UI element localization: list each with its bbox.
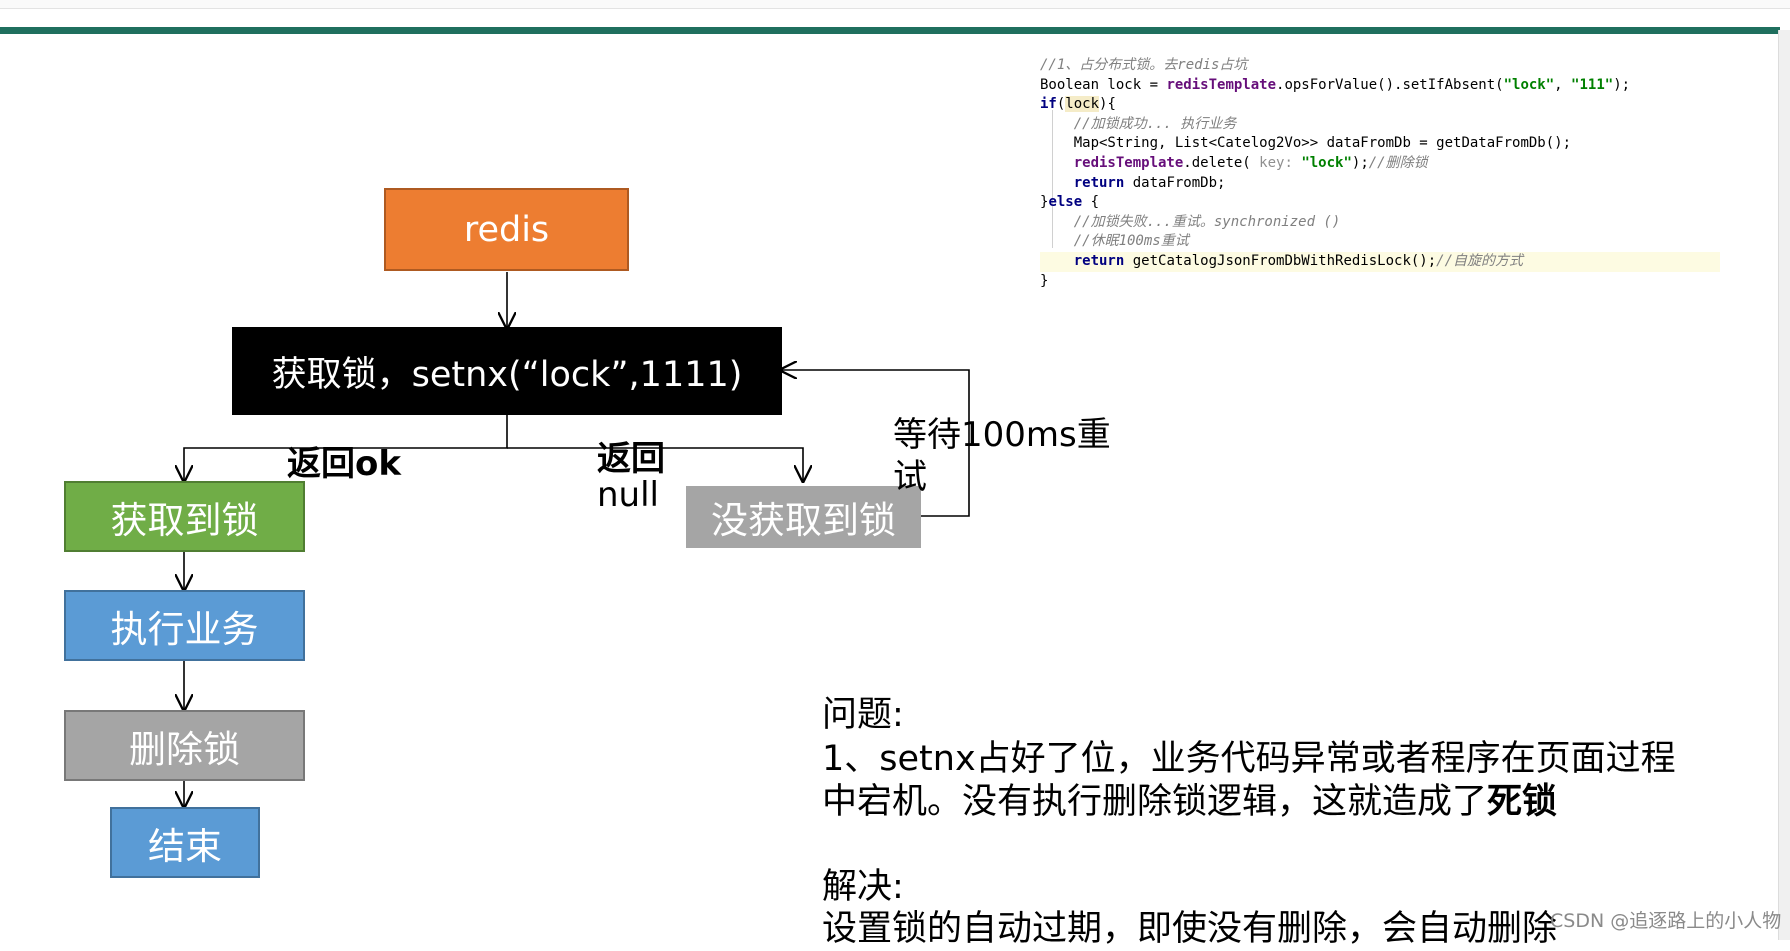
edge-label-ok: 返回ok [287,444,401,484]
edge-label-retry-1: 等待100ms重 [893,415,1111,455]
end-node-label: 结束 [148,824,222,868]
delete-node-label: 删除锁 [129,727,240,771]
code-line-2: Boolean lock = redisTemplate.opsForValue… [1040,76,1631,93]
code-snippet: //1、占分布式锁。去redis占坑 Boolean lock = redisT… [1040,56,1720,291]
got-lock-node-label: 获取到锁 [110,498,259,542]
header-bar [0,27,1780,34]
redis-node: redis [384,188,629,271]
indent-guide [1052,110,1053,248]
setnx-node-label: 获取锁，setnx(“lock”,1111) [271,354,743,395]
problem-line-1: 1、setnx占好了位，业务代码异常或者程序在页面过程 [822,739,1676,779]
code-line-10: //休眠100ms重试 [1073,233,1189,250]
arrow-setnx-to-no-lock [507,447,803,481]
code-line-5: Map<String, List<Catelog2Vo>> dataFromDb… [1073,135,1572,152]
edge-label-null-1: 返回 [597,439,665,479]
code-line-3: if(lock){ [1040,96,1116,113]
code-line-7: return dataFromDb; [1073,174,1226,191]
deadlock-emphasis: 死锁 [1487,782,1558,822]
no-lock-node-label: 没获取到锁 [711,499,896,542]
got-lock-node: 获取到锁 [64,481,305,552]
no-lock-node: 没获取到锁 [686,486,921,548]
arrow-no-lock-retry [781,370,970,517]
code-line-8: }else { [1040,194,1100,211]
edge-label-null-2: null [597,475,659,515]
redis-node-label: redis [463,209,550,250]
problem-line-2-text: 中宕机。没有执行删除锁逻辑，这就造成了 [822,782,1488,822]
end-node: 结束 [110,807,260,878]
exec-node: 执行业务 [64,590,305,661]
code-line-9: //加锁失败...重试。synchronized () [1073,213,1341,230]
code-line-1: //1、占分布式锁。去redis占坑 [1040,57,1248,73]
solution-title: 解决: [822,867,904,907]
exec-node-label: 执行业务 [110,607,259,651]
solution-line-1: 设置锁的自动过期，即使没有删除，会自动删除 [822,909,1558,949]
code-line-12: } [1040,272,1049,289]
watermark: CSDN @追逐路上的小人物 [1550,910,1782,932]
top-strip [0,0,1790,9]
setnx-node: 获取锁，setnx(“lock”,1111) [232,327,782,415]
delete-node: 删除锁 [64,710,305,781]
problem-line-2: 中宕机。没有执行删除锁逻辑，这就造成了死锁 [822,773,1557,824]
edge-label-retry-2: 试 [893,457,927,497]
window-right-edge [1778,30,1790,940]
problem-title: 问题: [822,695,904,735]
code-line-4: //加锁成功... 执行业务 [1073,115,1237,132]
code-line-11: return getCatalogJsonFromDbWithRedisLock… [1040,251,1720,272]
code-line-6: redisTemplate.delete( key: "lock");//删除锁 [1073,154,1428,171]
arrow-setnx-to-got-lock [184,415,508,481]
